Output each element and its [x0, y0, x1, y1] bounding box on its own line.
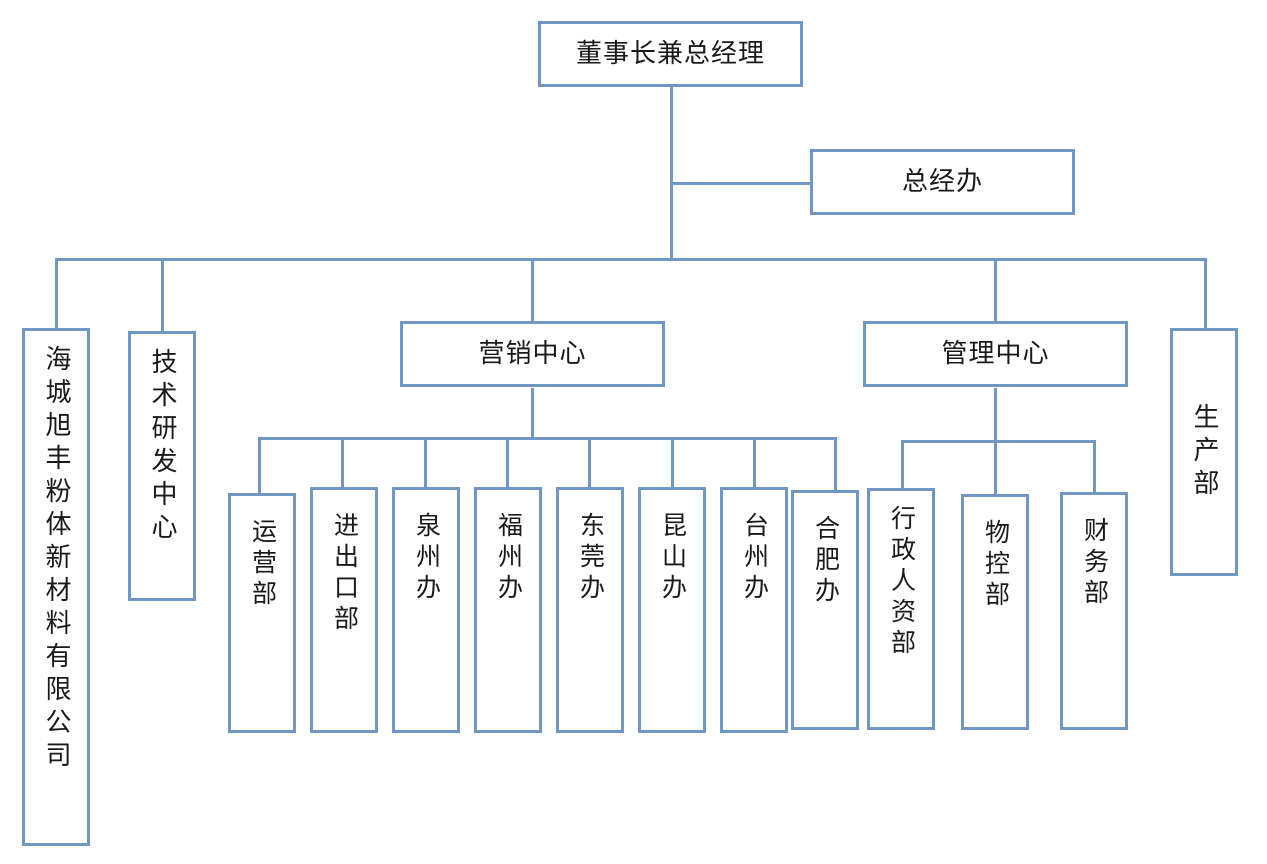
node-marketing[interactable]: 营销中心 [400, 321, 665, 387]
node-management[interactable]: 管理中心 [863, 321, 1128, 387]
node-company-label: 海城旭丰粉体新材料有限公司 [42, 345, 71, 774]
connector-drop-hefei [834, 437, 837, 490]
node-hefei-label: 合肥办 [811, 515, 839, 608]
node-ceo[interactable]: 董事长兼总经理 [538, 21, 803, 87]
node-company[interactable]: 海城旭丰粉体新材料有限公司 [22, 328, 90, 846]
connector-drop-impexp [341, 437, 344, 487]
connector-drop-marketing [531, 258, 534, 321]
connector-drop-material [994, 440, 997, 494]
node-hr[interactable]: 行政人资部 [867, 488, 935, 730]
node-dongguan[interactable]: 东莞办 [556, 487, 624, 733]
connector-management-bus [901, 440, 1096, 443]
connector-drop-fuzhou [506, 437, 509, 487]
node-production[interactable]: 生产部 [1170, 328, 1238, 576]
connector-drop-kunshan [671, 437, 674, 487]
node-ops[interactable]: 运营部 [228, 493, 296, 733]
node-quanzhou[interactable]: 泉州办 [392, 487, 460, 733]
connector-ceo-trunk [670, 86, 673, 261]
node-fuzhou-label: 福州办 [494, 512, 522, 605]
connector-drop-rnd [161, 258, 164, 331]
connector-management-stem [994, 388, 997, 443]
connector-drop-finance [1093, 440, 1096, 492]
node-gm-office-label: 总经办 [901, 166, 983, 196]
connector-drop-taizhou [753, 437, 756, 487]
connector-marketing-bus [258, 437, 837, 440]
connector-drop-quanzhou [424, 437, 427, 487]
connector-drop-management [994, 258, 997, 321]
connector-ceo-to-gm-office [670, 182, 811, 185]
node-rnd[interactable]: 技术研发中心 [128, 331, 196, 601]
node-hr-label: 行政人资部 [887, 505, 915, 660]
node-material[interactable]: 物控部 [961, 494, 1029, 730]
node-finance[interactable]: 财务部 [1060, 492, 1128, 730]
node-hefei[interactable]: 合肥办 [791, 490, 859, 730]
node-kunshan[interactable]: 昆山办 [638, 487, 706, 733]
node-ops-label: 运营部 [248, 518, 276, 611]
connector-main-bus [55, 258, 1207, 261]
node-taizhou[interactable]: 台州办 [720, 487, 788, 733]
node-fuzhou[interactable]: 福州办 [474, 487, 542, 733]
node-finance-label: 财务部 [1080, 517, 1108, 610]
connector-drop-dongguan [588, 437, 591, 487]
node-rnd-label: 技术研发中心 [148, 348, 177, 546]
node-management-label: 管理中心 [941, 338, 1050, 368]
node-taizhou-label: 台州办 [740, 512, 768, 605]
node-marketing-label: 营销中心 [478, 338, 587, 368]
node-impexp-label: 进出口部 [330, 512, 358, 636]
node-dongguan-label: 东莞办 [576, 512, 604, 605]
node-ceo-label: 董事长兼总经理 [575, 38, 765, 68]
connector-drop-hr [901, 440, 904, 488]
node-production-label: 生产部 [1190, 402, 1219, 502]
connector-marketing-stem [531, 388, 534, 440]
node-material-label: 物控部 [981, 519, 1009, 612]
connector-drop-production [1204, 258, 1207, 328]
node-impexp[interactable]: 进出口部 [310, 487, 378, 733]
connector-drop-company [55, 258, 58, 328]
node-quanzhou-label: 泉州办 [412, 512, 440, 605]
connector-drop-ops [258, 437, 261, 493]
node-kunshan-label: 昆山办 [658, 512, 686, 605]
node-gm-office[interactable]: 总经办 [810, 149, 1075, 215]
